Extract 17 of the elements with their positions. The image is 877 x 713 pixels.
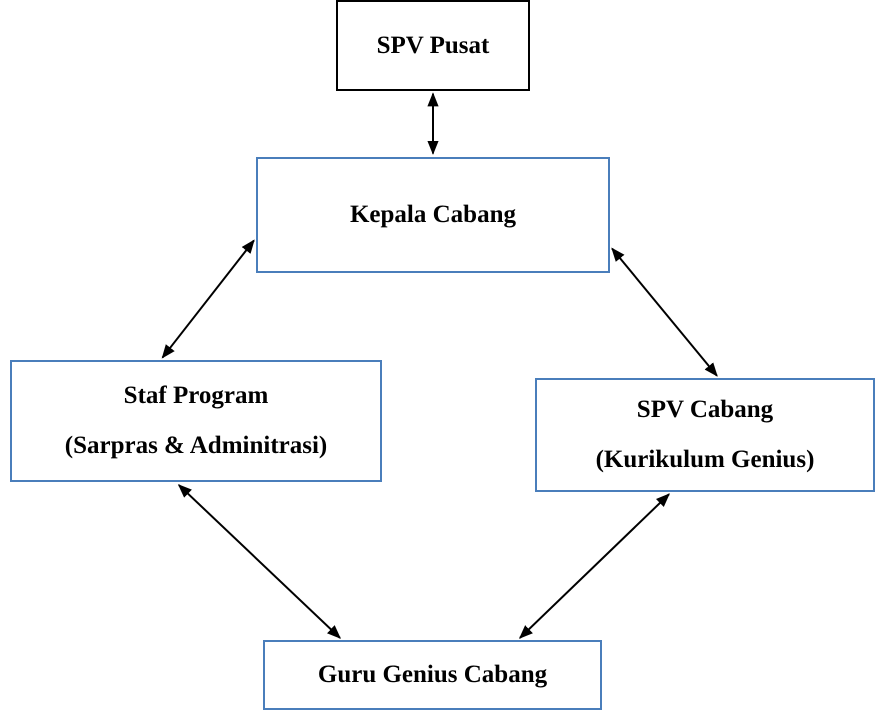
role-label: Staf Program [124,382,268,410]
role-label: (Kurikulum Genius) [596,446,814,474]
org-box [336,0,530,91]
role-label: Guru Genius Cabang [318,661,548,689]
role-label: SPV Pusat [376,32,490,60]
org-box [10,360,382,482]
role-label: (Sarpras & Adminitrasi) [64,432,328,460]
double-arrow [178,484,341,639]
double-arrow [162,239,255,359]
org-box [256,157,610,273]
role-label: Kepala Cabang [350,201,516,229]
role-label: SPV Cabang [636,396,774,424]
double-arrow [518,493,670,639]
double-arrow [427,92,439,155]
double-arrow [611,248,718,377]
org-box [535,378,875,492]
org-box [263,640,602,710]
